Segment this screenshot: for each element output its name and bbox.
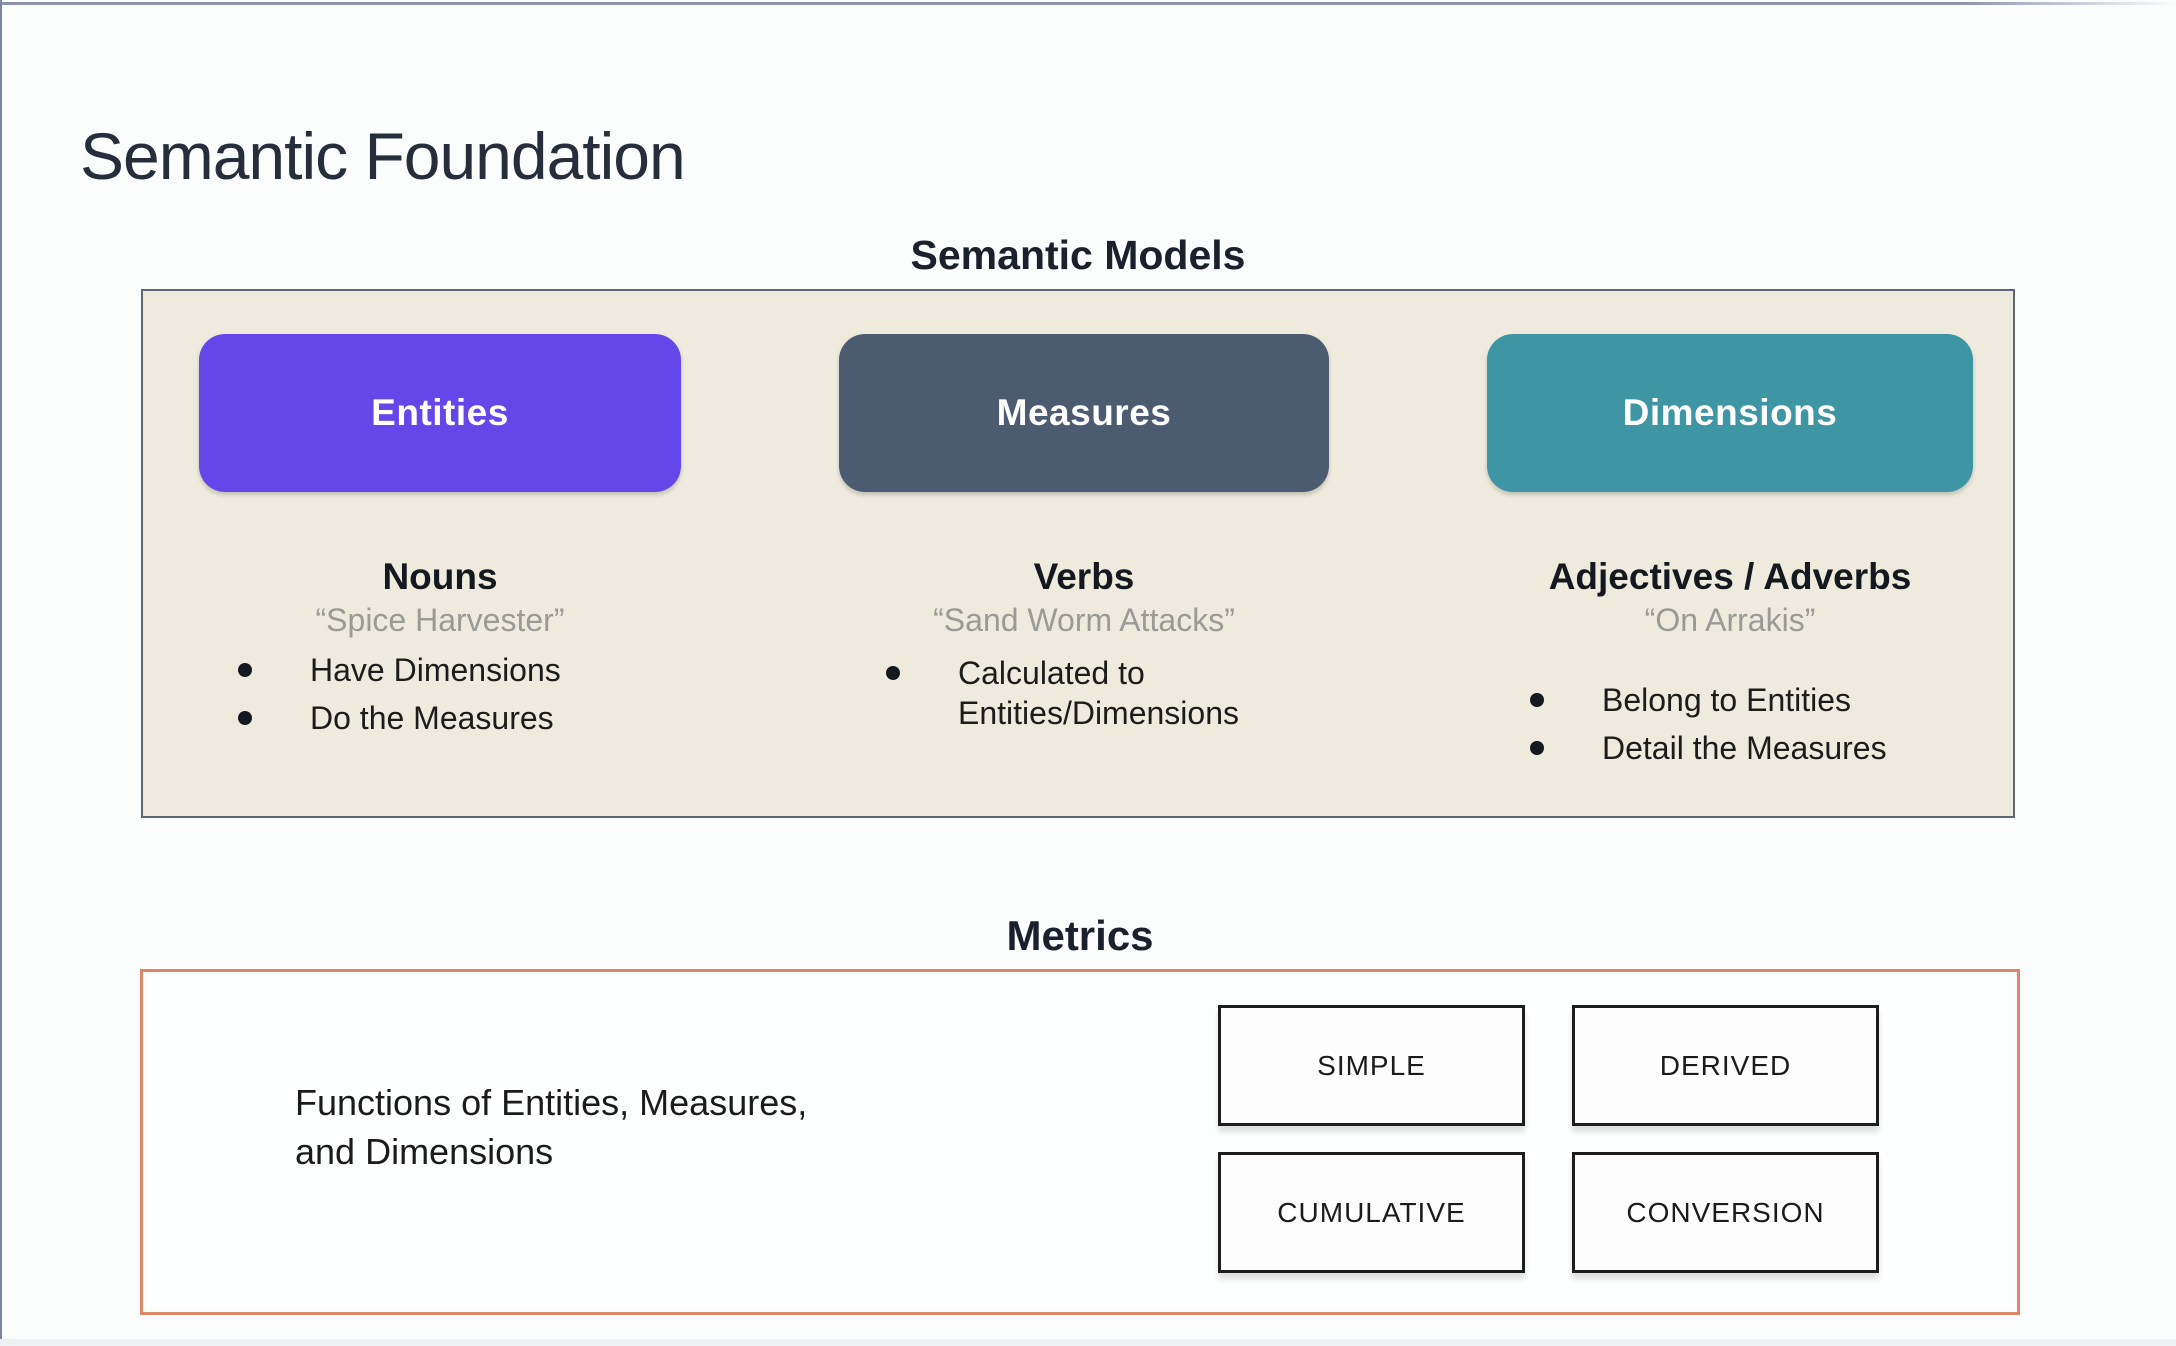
window-bottom-edge: [0, 1339, 2176, 1346]
bullet-label: Detail the Measures: [1602, 730, 1887, 766]
metrics-description: Functions of Entities, Measures, and Dim…: [295, 1082, 808, 1172]
bullet-icon: [886, 666, 900, 680]
slide-title: Semantic Foundation: [80, 119, 686, 194]
bullet-icon: [238, 663, 252, 677]
measures-bullet-list: Calculated to Entities/Dimensions: [886, 653, 1288, 733]
bullet-label: Have Dimensions: [310, 652, 561, 688]
bullet-label: Belong to Entities: [1602, 682, 1852, 718]
bullet-label: Calculated to Entities/Dimensions: [958, 655, 1239, 731]
dimensions-box: Dimensions: [1487, 334, 1973, 492]
entities-box: Entities: [199, 334, 681, 492]
entities-bullet-list: Have Dimensions Do the Measures: [238, 650, 561, 738]
metrics-heading: Metrics: [1006, 912, 1154, 959]
list-item: Do the Measures: [238, 698, 561, 738]
measures-role-label: Verbs: [1033, 556, 1135, 597]
metric-type-derived: DERIVED: [1572, 1005, 1879, 1126]
dimensions-example-quote: “On Arrakis”: [1644, 602, 1816, 638]
entities-example-quote: “Spice Harvester”: [315, 602, 565, 638]
semantic-models-heading: Semantic Models: [910, 232, 1246, 278]
window-top-edge: [0, 2, 2176, 5]
dimensions-bullet-list: Belong to Entities Detail the Measures: [1530, 680, 1887, 768]
entities-role-label: Nouns: [382, 556, 498, 597]
list-item: Detail the Measures: [1530, 728, 1887, 768]
metric-type-cumulative: CUMULATIVE: [1218, 1152, 1525, 1273]
list-item: Have Dimensions: [238, 650, 561, 690]
list-item: Belong to Entities: [1530, 680, 1887, 720]
bullet-icon: [1530, 741, 1544, 755]
measures-box: Measures: [839, 334, 1329, 492]
bullet-icon: [238, 711, 252, 725]
list-item: Calculated to Entities/Dimensions: [886, 653, 1288, 733]
window-left-edge: [0, 0, 2, 1346]
bullet-label: Do the Measures: [310, 700, 554, 736]
metric-type-simple: SIMPLE: [1218, 1005, 1525, 1126]
measures-example-quote: “Sand Worm Attacks”: [933, 602, 1235, 638]
dimensions-role-label: Adjectives / Adverbs: [1548, 556, 1912, 597]
bullet-icon: [1530, 693, 1544, 707]
metric-type-conversion: CONVERSION: [1572, 1152, 1879, 1273]
